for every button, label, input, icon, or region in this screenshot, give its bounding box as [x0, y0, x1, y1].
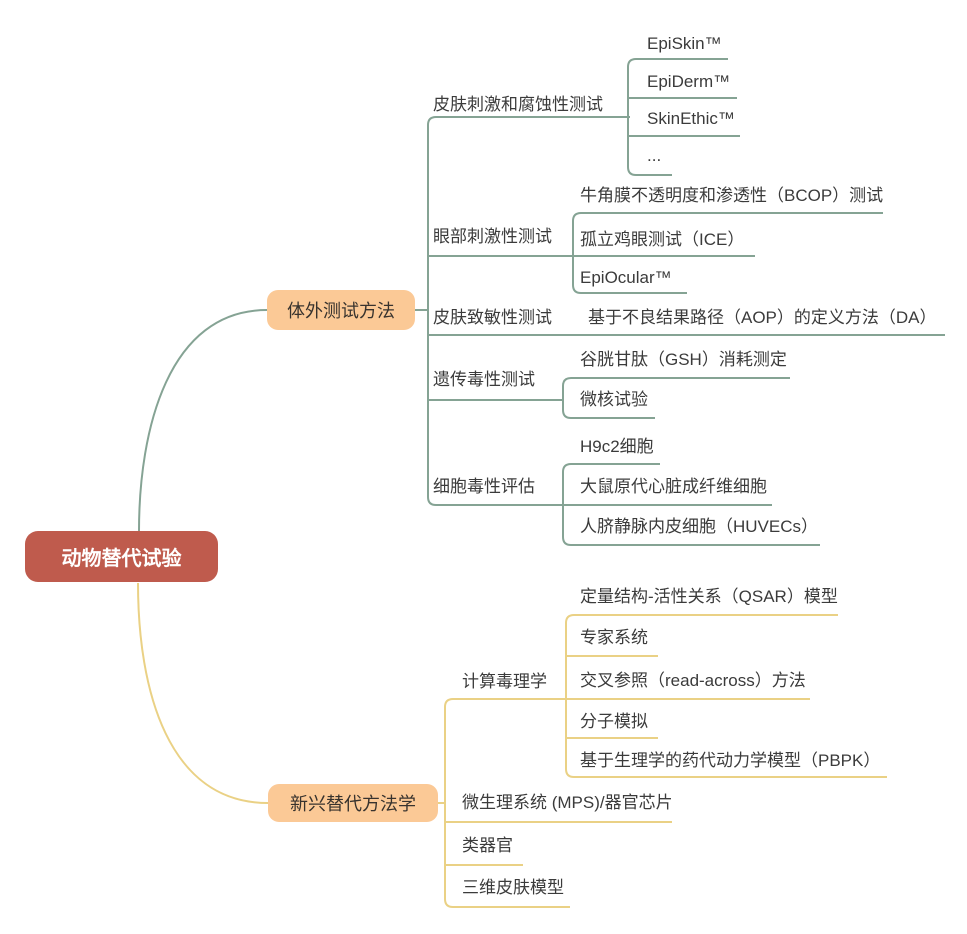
in-vitro-trunk — [427, 116, 772, 506]
node-aop-defined-approach[interactable]: 基于不良结果路径（AOP）的定义方法（DA） — [588, 308, 937, 327]
node-skin-irritation-corrosion-test[interactable]: 皮肤刺激和腐蚀性测试 — [433, 95, 603, 114]
node-eye-irritation-test[interactable]: 眼部刺激性测试 — [433, 227, 552, 246]
node-3d-skin-model[interactable]: 三维皮肤模型 — [462, 878, 564, 897]
node-pbpk-model[interactable]: 基于生理学的药代动力学模型（PBPK） — [580, 751, 881, 770]
root-node[interactable]: 动物替代试验 — [25, 531, 218, 582]
node-skin-sensitization-test[interactable]: 皮肤致敏性测试 — [433, 308, 552, 327]
node-gsh-depletion-assay[interactable]: 谷胱甘肽（GSH）消耗测定 — [580, 350, 787, 369]
node-molecular-simulation[interactable]: 分子模拟 — [580, 712, 648, 731]
genotox-trunk — [562, 377, 790, 419]
node-epiderm[interactable]: EpiDerm™ — [647, 72, 731, 91]
node-read-across[interactable]: 交叉参照（read-across）方法 — [580, 671, 806, 690]
node-computational-toxicology[interactable]: 计算毒理学 — [462, 672, 547, 691]
node-episkin[interactable]: EpiSkin™ — [647, 34, 722, 53]
emerging-trunk — [444, 698, 810, 908]
branch-node-emerging[interactable]: 新兴替代方法学 — [268, 784, 438, 822]
node-h9c2-cells[interactable]: H9c2细胞 — [580, 437, 654, 456]
node-mps-organ-on-chip[interactable]: 微生理系统 (MPS)/器官芯片 — [462, 793, 673, 812]
computational-trunk — [565, 614, 887, 778]
skin-models-trunk — [627, 58, 728, 176]
node-expert-system[interactable]: 专家系统 — [580, 628, 648, 647]
node-bcop-test[interactable]: 牛角膜不透明度和渗透性（BCOP）测试 — [580, 186, 884, 205]
node-organoids[interactable]: 类器官 — [462, 836, 513, 855]
node-qsar-model[interactable]: 定量结构-活性关系（QSAR）模型 — [580, 587, 838, 606]
branch-node-in-vitro[interactable]: 体外测试方法 — [267, 290, 415, 330]
eye-tests-trunk — [572, 212, 883, 294]
node-skinethic[interactable]: SkinEthic™ — [647, 109, 735, 128]
curve-root-to-in-vitro — [138, 309, 268, 532]
node-huvecs[interactable]: 人脐静脉内皮细胞（HUVECs） — [580, 517, 819, 536]
curve-root-to-emerging — [137, 582, 269, 804]
node-genotoxicity-test[interactable]: 遗传毒性测试 — [433, 370, 535, 389]
node-ellipsis[interactable]: ... — [647, 146, 662, 165]
node-cytotoxicity-assessment[interactable]: 细胞毒性评估 — [433, 477, 535, 496]
node-micronucleus-test[interactable]: 微核试验 — [580, 390, 648, 409]
node-epiocular[interactable]: EpiOcular™ — [580, 268, 672, 287]
node-ice-test[interactable]: 孤立鸡眼测试（ICE） — [580, 230, 745, 249]
node-rat-cardiac-fibroblasts[interactable]: 大鼠原代心脏成纤维细胞 — [580, 477, 767, 496]
cytotox-trunk — [562, 463, 820, 546]
